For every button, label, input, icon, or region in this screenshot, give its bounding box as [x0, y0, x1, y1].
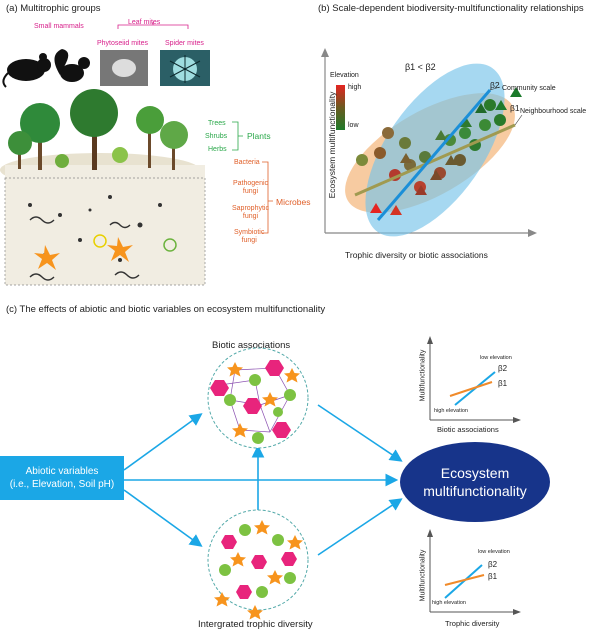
neighbourhood-scale-label: Neighbourhood scale: [520, 108, 587, 115]
mini1-xlabel: Biotic associations: [437, 425, 499, 434]
mini2-high-elev: high elevation: [432, 600, 466, 606]
mini2-low-elev: low elevation: [478, 549, 510, 555]
panel-a-title: (a) Multitrophic groups: [6, 3, 101, 14]
label-spider-mites: Spider mites: [165, 40, 204, 47]
arrow-abiotic-to-trophic: [123, 489, 203, 547]
mini2-b1: β1: [488, 572, 498, 581]
label-shrubs: Shrubs: [205, 133, 228, 140]
mini2-xlabel: Trophic diversity: [445, 619, 500, 628]
abiotic-line1: Abiotic variables: [25, 466, 99, 477]
label-trees: Trees: [208, 120, 226, 127]
legend-low: low: [348, 122, 359, 129]
panel-a-illustration: [0, 22, 273, 286]
label-bacteria: Bacteria: [234, 159, 260, 166]
mini2-ylabel: Multifunctionality: [419, 549, 427, 602]
community-scale-label: Community scale: [502, 85, 556, 92]
mouse-icon: [2, 53, 51, 88]
mini-plot-trophic: [427, 529, 521, 615]
abiotic-variables-box: Abiotic variables (i.e., Elevation, Soil…: [0, 456, 124, 500]
beta2-label: β2: [490, 80, 500, 90]
elevation-legend-bar: [336, 85, 345, 130]
biotic-network: [207, 347, 309, 449]
integrated-trophic-title: Intergrated trophic diversity: [198, 619, 313, 630]
label-herbs: Herbs: [208, 146, 227, 153]
mini1-high-elev: high elevation: [434, 408, 468, 414]
label-leaf-mites: Leaf mites: [128, 19, 161, 26]
biotic-associations-title: Biotic associations: [212, 340, 291, 351]
panel-b-plot: [321, 48, 537, 237]
mini1-ylabel: Multifunctionality: [419, 349, 427, 402]
panel-c-diagram: [123, 336, 521, 620]
fungi-icon: [34, 245, 60, 270]
shrubs-icon: [55, 147, 128, 168]
eco-line1: Ecosystem: [440, 465, 510, 481]
trees-icon: [8, 89, 188, 170]
abiotic-line2: (i.e., Elevation, Soil pH): [9, 479, 115, 490]
mini1-low-elev: low elevation: [480, 355, 512, 361]
x-axis-label: Trophic diversity or biotic associations: [345, 250, 488, 260]
neighbourhood-line: [354, 123, 516, 197]
community-line: [376, 89, 492, 221]
label-phytoseiid-mites: Phytoseiid mites: [97, 40, 148, 47]
legend-title: Elevation: [330, 72, 359, 79]
eco-line2: multifunctionality: [423, 483, 527, 499]
trophic-diversity-cluster: [207, 509, 309, 620]
squirrel-icon: [54, 49, 90, 82]
label-plants: Plants: [247, 131, 271, 141]
mini-plot-biotic: [427, 336, 521, 423]
label-microbes: Microbes: [276, 197, 311, 207]
beta1-label: β1: [510, 103, 520, 113]
ecosystem-multifunctionality-node: Ecosystem multifunctionality: [400, 442, 550, 522]
soil-layer: [5, 165, 205, 285]
label-small-mammals: Small mammals: [34, 23, 84, 30]
legend-high: high: [348, 84, 362, 91]
mini1-b1: β1: [498, 379, 508, 388]
arrow-biotic-to-eco: [317, 404, 403, 462]
mini1-b2: β2: [498, 364, 508, 373]
arrow-trophic-to-eco: [317, 498, 403, 556]
y-axis-label: Ecosystem multifunctionality: [327, 91, 337, 199]
arrow-abiotic-to-biotic: [123, 413, 203, 471]
panel-c-title: (c) The effects of abiotic and biotic va…: [6, 304, 326, 315]
beta-relation: β1 < β2: [405, 62, 436, 72]
mini2-b2: β2: [488, 560, 498, 569]
panel-b-title: (b) Scale-dependent biodiversity-multifu…: [318, 3, 584, 14]
